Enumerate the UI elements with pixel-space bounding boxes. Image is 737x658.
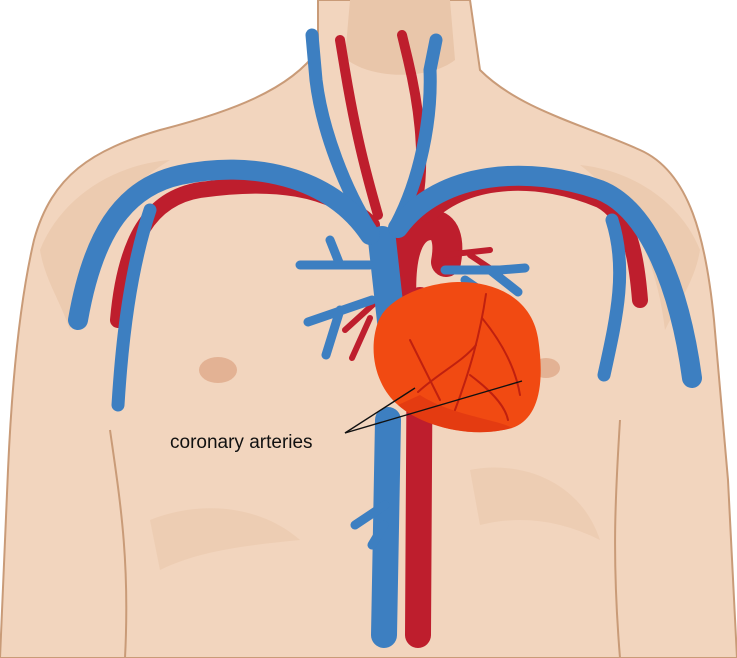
coronary-arteries-label: coronary arteries	[170, 432, 313, 453]
left-nipple	[199, 357, 237, 383]
